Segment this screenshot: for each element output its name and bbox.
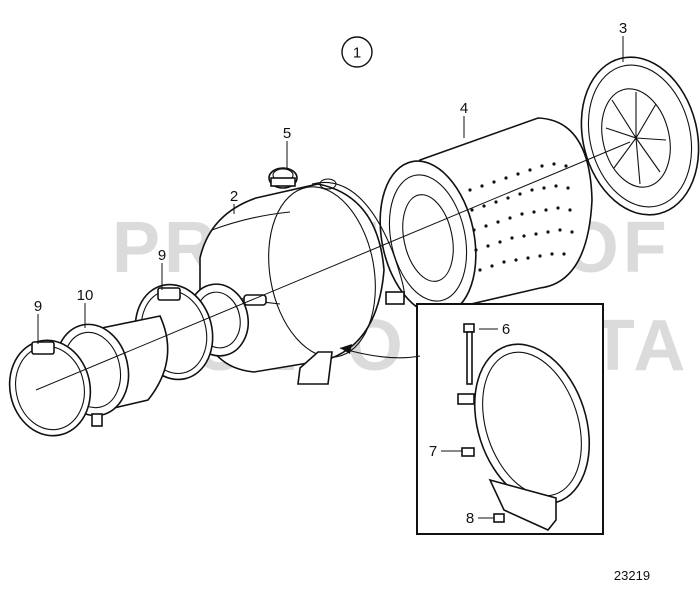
detail-inset — [339, 303, 604, 535]
filter-element — [379, 117, 593, 316]
callout-part-6: 6 — [502, 321, 510, 338]
callout-part-9-upper: 9 — [158, 247, 166, 264]
callout-part-5: 5 — [283, 125, 291, 142]
callout-part-2: 2 — [230, 188, 238, 205]
filter-perforation — [468, 162, 574, 272]
callout-part-4: 4 — [460, 100, 468, 117]
bolt — [463, 323, 475, 385]
mounting-bracket — [457, 343, 591, 531]
hose-clamp-lower — [8, 339, 92, 437]
callout-part-10: 10 — [77, 287, 94, 304]
leader-lines — [37, 36, 624, 519]
nut-lower — [493, 513, 505, 523]
callout-part-3: 3 — [619, 20, 627, 37]
end-cover — [580, 56, 700, 216]
reference-number: 23219 — [614, 568, 650, 583]
callout-part-9-lower: 9 — [34, 298, 42, 315]
callout-part-7: 7 — [429, 443, 437, 460]
assembly-axis-line — [35, 141, 631, 391]
callout-part-8: 8 — [466, 510, 474, 527]
small-cap — [268, 167, 298, 189]
view-number-badge: 1 — [341, 36, 373, 68]
nut-upper — [461, 447, 475, 457]
view-number: 1 — [353, 45, 361, 62]
